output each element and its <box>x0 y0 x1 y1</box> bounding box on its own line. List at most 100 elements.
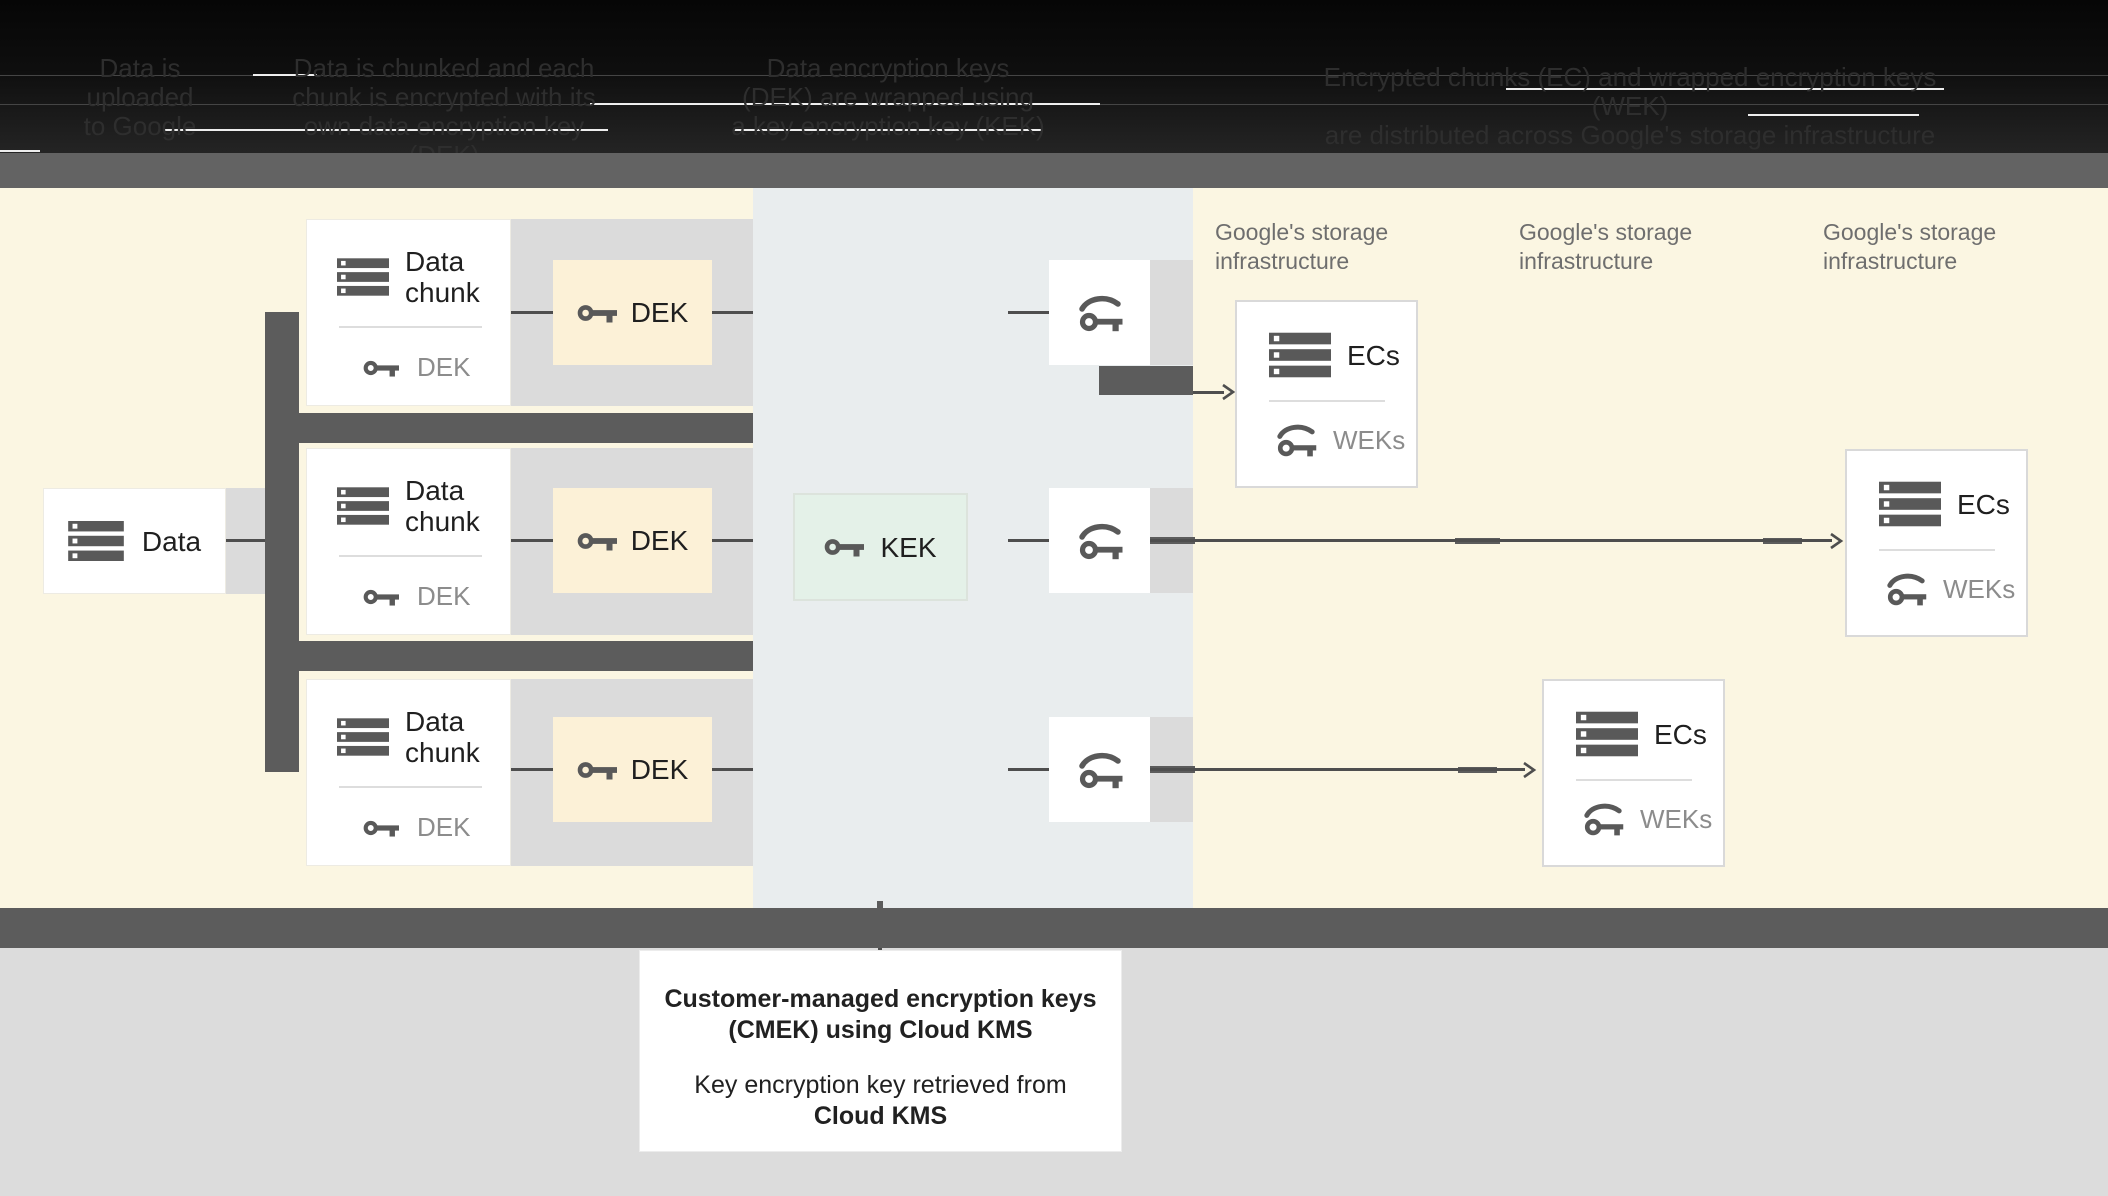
chunk-divider <box>339 555 482 557</box>
wrapped-key-icon <box>1078 523 1122 559</box>
key-icon <box>577 761 617 779</box>
header-band: Data is uploaded to Google Data is chunk… <box>0 0 2108 170</box>
arrowhead-icon <box>1523 761 1537 779</box>
chunk-title-row: Data chunk <box>337 246 510 308</box>
dek2-out-line <box>712 539 753 542</box>
header-edge-highlight <box>0 150 40 152</box>
chunk-dek-row: DEK <box>337 352 510 383</box>
top-gray-band <box>0 153 2108 188</box>
data-chunk-box-3: Data chunk DEK <box>306 679 511 866</box>
header-step-3-line: Data encryption keys <box>766 53 1010 83</box>
server-stack-icon <box>1879 481 1941 527</box>
dek-box-2: DEK <box>553 488 712 593</box>
storage-infrastructure-label-2: Google's storage infrastructure <box>1519 218 1719 276</box>
wrap1-in-line <box>1008 311 1049 314</box>
chunk-title-row: Data chunk <box>337 706 510 768</box>
chunk-label-line1: Data <box>405 706 465 737</box>
bottom-gray-band <box>0 908 2108 948</box>
chunk-dek-row: DEK <box>337 581 510 612</box>
wrap2-in-line <box>1008 539 1049 542</box>
caption-title-line1: Customer-managed encryption keys <box>664 985 1097 1013</box>
wrapped-key-icon <box>1078 752 1122 788</box>
dek-box-label: DEK <box>630 297 689 328</box>
dek-box-3: DEK <box>553 717 712 822</box>
ecs-box-label: ECs <box>1957 488 2010 520</box>
storage-label-line1: Google's storage <box>1823 219 1997 245</box>
header-step-1: Data is uploaded to Google <box>20 54 260 141</box>
dek1-out-line <box>712 311 753 314</box>
wrapped-key-icon <box>1584 803 1624 836</box>
chunk-label-line2: chunk <box>405 506 480 537</box>
header-step-1-line: to Google <box>83 111 197 141</box>
data-box: Data <box>43 488 226 594</box>
wrapped-key-box-2 <box>1049 488 1150 593</box>
key-icon <box>363 360 399 377</box>
chunk-label-line2: chunk <box>405 277 480 308</box>
key-icon <box>577 304 617 322</box>
header-rule <box>0 75 2108 76</box>
wrapped-key-icon <box>1078 295 1122 331</box>
header-link-underline <box>163 129 608 131</box>
dek-box-1: DEK <box>553 260 712 365</box>
chunk2-to-dek2-line <box>511 539 553 542</box>
ecs-weks-sublabel: WEKs <box>1333 424 1406 455</box>
header-step-3-line: (DEK) are wrapped using <box>742 82 1034 112</box>
server-stack-icon <box>337 718 389 756</box>
chunk-dek-sublabel: DEK <box>417 352 471 382</box>
key-icon <box>363 589 399 606</box>
chunk-split-vertical-bar <box>265 312 299 772</box>
kek-box: KEK <box>793 493 968 601</box>
kek-box-label: KEK <box>880 531 937 563</box>
wrap3-in-line <box>1008 768 1049 771</box>
caption-box: Customer-managed encryption keys (CMEK) … <box>639 950 1122 1152</box>
storage-infrastructure-label-3: Google's storage infrastructure <box>1823 218 2023 276</box>
ecs-box-3: ECs WEKs <box>1542 679 1725 867</box>
chunk-dek-sublabel: DEK <box>417 812 471 842</box>
header-link-underline <box>1506 88 1944 90</box>
chunk-label-line1: Data <box>405 475 465 506</box>
storage-label-line2: infrastructure <box>1519 248 1654 274</box>
server-stack-icon <box>337 487 389 525</box>
dek-box-label: DEK <box>630 754 689 785</box>
storage-label-line2: infrastructure <box>1823 248 1958 274</box>
chunk-split-band-1 <box>265 413 753 443</box>
header-step-4-line: are distributed across Google's storage … <box>1324 120 1936 150</box>
chunk1-to-dek1-line <box>511 311 553 314</box>
key-icon <box>577 532 617 550</box>
chunk-divider <box>339 786 482 788</box>
chunk-title-row: Data chunk <box>337 475 510 537</box>
arrowhead-icon <box>1222 383 1236 401</box>
chunk-split-band-2 <box>265 641 753 671</box>
header-step-3: Data encryption keys (DEK) are wrapped u… <box>718 54 1058 141</box>
ecs-weks-sublabel: WEKs <box>1640 803 1713 834</box>
ecs-weks-sublabel: WEKs <box>1943 573 2016 604</box>
storage-infrastructure-label-1: Google's storage infrastructure <box>1215 218 1415 276</box>
wrapped-key-icon <box>1887 573 1927 606</box>
wrap1-output-band <box>1099 366 1193 395</box>
header-rule-highlight <box>590 103 1100 105</box>
server-stack-icon <box>1576 711 1638 757</box>
storage-label-line2: infrastructure <box>1215 248 1350 274</box>
wrapped-key-box-1 <box>1049 260 1150 365</box>
kms-caption-tick-top <box>877 901 883 908</box>
dek3-out-line <box>712 768 753 771</box>
ecs-divider <box>1269 400 1385 402</box>
ecs-title-row: ECs <box>1269 332 1416 378</box>
caption-title-line2: (CMEK) using Cloud KMS <box>728 1016 1033 1044</box>
header-step-4: Encrypted chunks (EC) and wrapped encryp… <box>1300 63 1960 150</box>
dek-box-label: DEK <box>630 525 689 556</box>
header-step-3-line: a key encryption key (KEK) <box>731 111 1045 141</box>
header-step-1-line: Data is <box>99 53 181 83</box>
chunk-dek-row: DEK <box>337 812 510 843</box>
chunk-dek-sublabel: DEK <box>417 581 471 611</box>
ecs-divider <box>1879 549 1995 551</box>
data-box-label: Data <box>141 525 202 557</box>
key-icon <box>363 820 399 837</box>
caption-body-line1: Key encryption key retrieved from <box>694 1071 1067 1099</box>
chunk-label-line1: Data <box>405 246 465 277</box>
ecs-box-1: ECs WEKs <box>1235 300 1418 488</box>
ecs-box-label: ECs <box>1654 718 1707 750</box>
arrowhead-icon <box>1830 532 1844 550</box>
chunk-divider <box>339 326 482 328</box>
ecs-title-row: ECs <box>1879 481 2026 527</box>
